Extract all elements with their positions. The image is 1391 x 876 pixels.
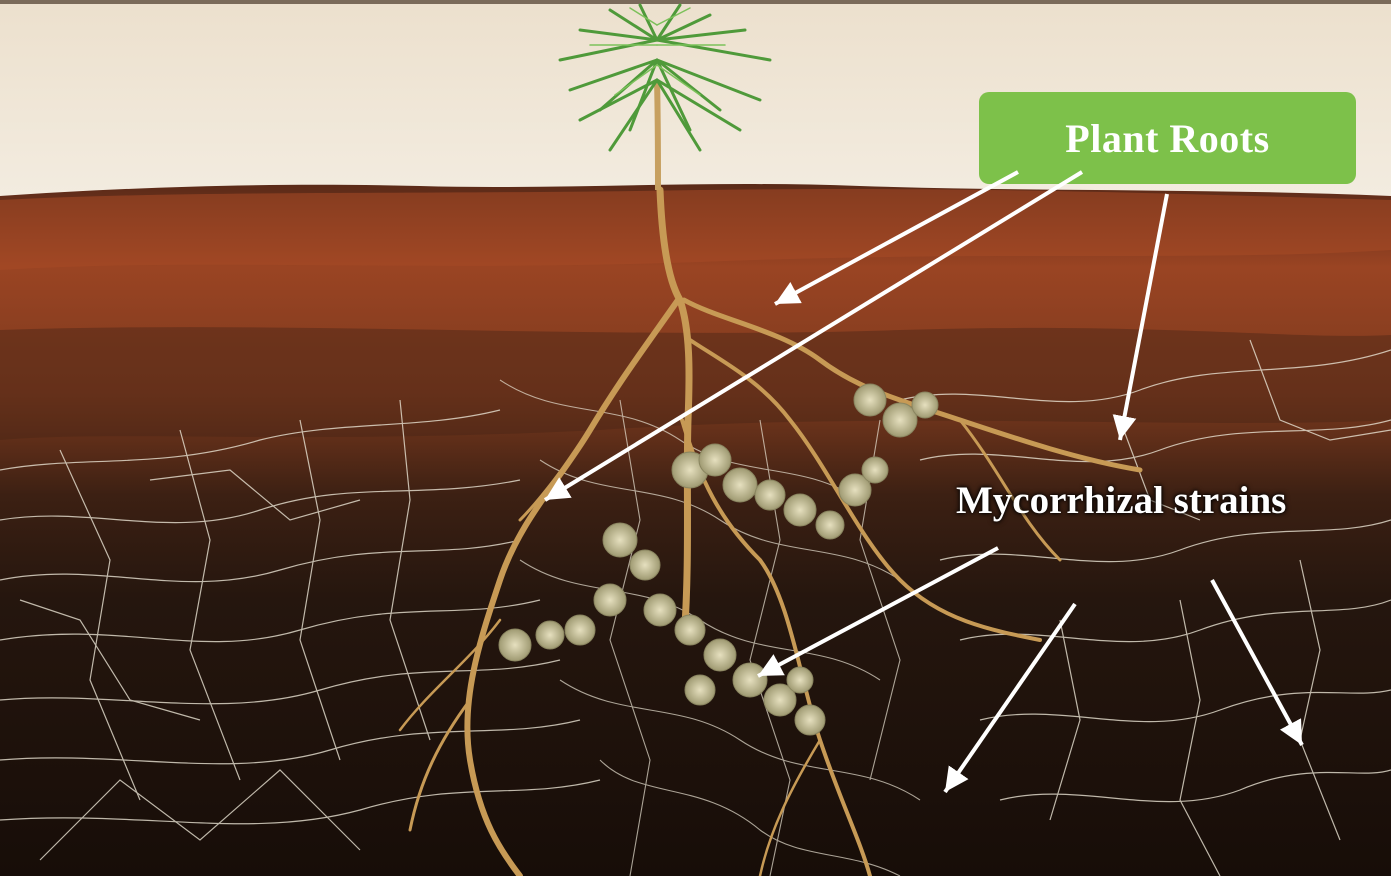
top-frame-line	[0, 0, 1391, 4]
mycorrhizal-strains-label: Mycorrhizal strains	[956, 478, 1376, 528]
plant-roots-label: Plant Roots	[1065, 115, 1269, 162]
soil-body	[0, 184, 1391, 876]
plant-roots-label-box: Plant Roots	[979, 92, 1356, 184]
